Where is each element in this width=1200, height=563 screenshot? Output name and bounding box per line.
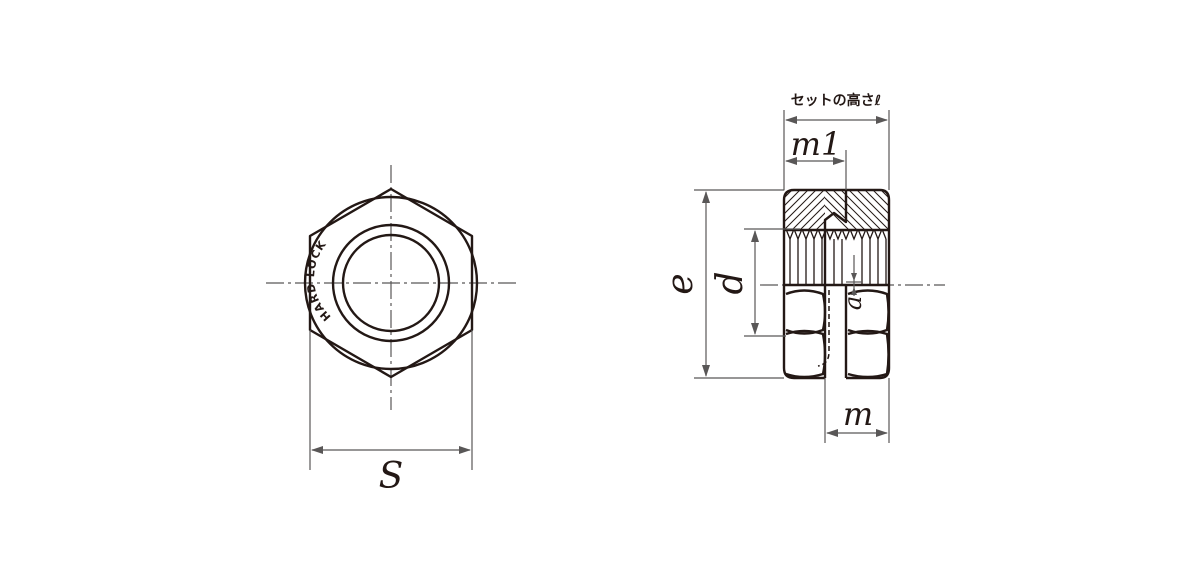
hex-face-right-upper [847,289,890,335]
dimension-label-s: S [379,456,404,497]
arrowhead-e-bottom [702,365,710,377]
side-view: a セットの高さℓ m1 m e d [660,92,945,443]
dimension-label-m: m [843,395,873,433]
nut-left-outline [782,188,846,380]
hatch-top-left [784,190,825,230]
arrowhead-e-top [702,191,710,203]
arrowhead-s-right [459,446,471,454]
bore-outer-circle [331,223,451,343]
dimension-label-m1: m1 [791,125,842,163]
chamfer-circle [303,195,479,371]
hex-face-left-lower [785,329,827,379]
hexagon-outline [308,187,474,379]
arrowhead-set-left [785,116,797,124]
arrowhead-m-left [826,429,838,437]
bore-inner-circle [341,233,441,333]
hex-face-right-lower [847,329,890,379]
set-height-label: セットの高さℓ [791,92,882,109]
arrowhead-d-bottom [751,323,759,335]
arrowhead-m1-right [833,157,845,165]
arrowhead-set-right [876,116,888,124]
interface-line [823,190,848,378]
arrowhead-d-top [751,230,759,242]
arrowhead-m-right [876,429,888,437]
dimension-label-a: a [839,296,867,310]
front-view: HARD LOCK S [266,165,516,497]
arrowhead-a-top [851,273,857,281]
dimension-label-e: e [660,273,701,294]
dimension-label-d: d [710,271,751,294]
arrowhead-m1-left [785,157,797,165]
arrowhead-s-left [311,446,323,454]
arrowhead-a-bottom [851,287,857,295]
thread-region [786,229,887,285]
hex-face-left-upper [785,289,827,335]
